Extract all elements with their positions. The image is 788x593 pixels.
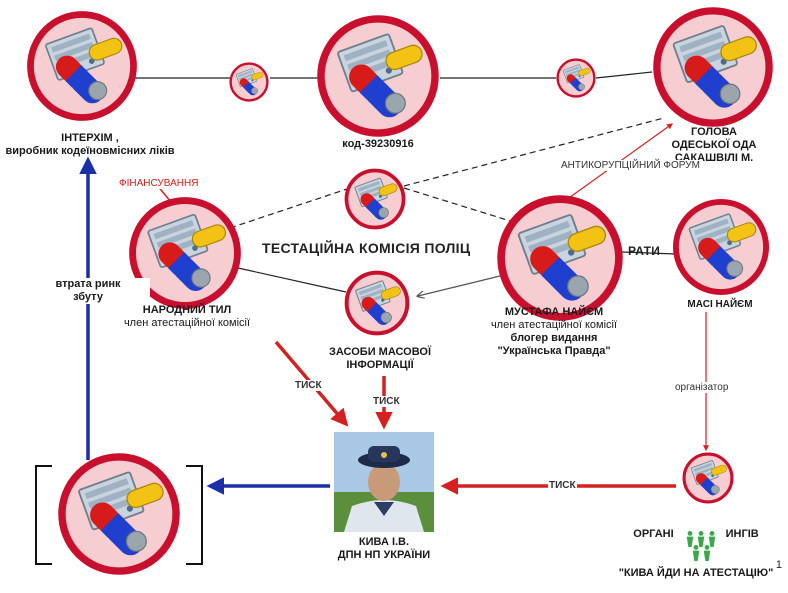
label-kyva-line1: КИВА І.В. bbox=[358, 536, 410, 548]
label-media-line1: ЗАСОБИ МАСОВОЇ bbox=[329, 346, 431, 358]
node-organizers-icon bbox=[682, 452, 734, 504]
label-interkhim-line1: ІНТЕРХІМ , bbox=[61, 132, 119, 144]
label-kyva: КИВА І.В. ДПН НП УКРАЇНИ bbox=[324, 536, 444, 562]
edge-label-pressure-left: ТИСК bbox=[294, 380, 323, 391]
label-mustafa-line1: МУСТАФА НАЙЄМ bbox=[504, 306, 604, 318]
label-narodny-line1: НАРОДНИЙ ТИЛ bbox=[142, 304, 232, 316]
edge-mustafa-media bbox=[418, 275, 501, 296]
page-number: 1 bbox=[775, 559, 782, 571]
label-narodny-line2: член атестаційної комісії bbox=[123, 317, 251, 329]
label-organizers-line1: ОРГАНІ ИНГІВ bbox=[633, 528, 759, 540]
node-mustafa-icon bbox=[501, 199, 619, 317]
edge-narodny-media bbox=[237, 267, 347, 293]
bracket-left bbox=[35, 465, 52, 565]
label-organizers-line2: "КИВА ЙДИ НА АТЕСТАЦІЮ" bbox=[618, 567, 774, 579]
label-interkhim: ІНТЕРХІМ , виробник кодеїновмісних ліків bbox=[2, 132, 178, 158]
kyva-photo bbox=[334, 432, 434, 532]
bracket-right bbox=[186, 465, 203, 565]
label-head-line1: ГОЛОВА bbox=[691, 126, 737, 138]
node-masi-icon bbox=[676, 202, 766, 292]
edge-mustafa-masi bbox=[621, 251, 677, 255]
label-mustafa-line2: член атестаційної комісії bbox=[490, 319, 618, 331]
edge-dashed-center-head bbox=[403, 117, 665, 187]
edge-label-pressure-mid: ТИСК bbox=[372, 396, 401, 407]
edge-label-financing: ФІНАНСУВАННЯ bbox=[118, 178, 200, 189]
edge-label-anticorruption: АНТИКОРУПЦІЙНИЙ ФОРУМ bbox=[560, 160, 701, 171]
edge-label-lost-market: втрата ринк збуту bbox=[26, 278, 150, 304]
label-organizers: ОРГАНІ ИНГІВ "КИВА ЙДИ НА АТЕСТАЦІЮ" bbox=[606, 502, 786, 593]
label-masi: МАСІ НАЙЄМ bbox=[687, 299, 753, 310]
label-media-line2: ІНФОРМАЦІЇ bbox=[346, 359, 414, 371]
node-interkhim-icon bbox=[30, 14, 133, 117]
label-mustafa: МУСТАФА НАЙЄМ член атестаційної комісії … bbox=[474, 306, 634, 358]
label-interkhim-line2: виробник кодеїновмісних ліків bbox=[5, 145, 175, 157]
edge-label-pressure-right: ТИСК bbox=[548, 480, 577, 491]
node-center-mid-icon bbox=[344, 168, 406, 230]
label-mustafa-line4: "Українська Правда" bbox=[497, 345, 611, 357]
node-bottom-left-icon bbox=[62, 457, 176, 571]
commission-banner: ТЕСТАЦІЙНА КОМІСІЯ ПОЛІЦ bbox=[262, 240, 471, 256]
label-kyva-line2: ДПН НП УКРАЇНИ bbox=[337, 549, 431, 561]
label-mustafa-line3: блогер видання bbox=[510, 332, 598, 344]
edge-label-lost-market-line1: втрата ринк bbox=[26, 278, 150, 291]
edge-mini2-head bbox=[595, 71, 653, 79]
label-center-top: код-39230916 bbox=[342, 138, 414, 150]
label-media: ЗАСОБИ МАСОВОЇ ІНФОРМАЦІЇ bbox=[318, 346, 442, 372]
label-head-oda: ГОЛОВА ОДЕСЬКОЇ ОДА САКАШВІЛІ М. bbox=[660, 126, 768, 165]
node-media-icon bbox=[344, 270, 410, 336]
label-head-line2: ОДЕСЬКОЇ ОДА bbox=[671, 139, 757, 151]
node-mini1-icon bbox=[229, 62, 269, 102]
edge-dashed-narodny-center bbox=[229, 187, 351, 229]
node-head-icon bbox=[657, 11, 769, 123]
commission-banner-tail: РАТИ bbox=[628, 244, 661, 258]
edge-label-organizer: організатор bbox=[674, 382, 730, 393]
edge-label-lost-market-line2: збуту bbox=[26, 291, 150, 304]
label-narodny: НАРОДНИЙ ТИЛ член атестаційної комісії bbox=[112, 304, 262, 330]
edge-dashed-center-mustafa bbox=[403, 187, 521, 225]
node-center-top-icon bbox=[321, 19, 435, 133]
node-mini2-icon bbox=[556, 58, 596, 98]
